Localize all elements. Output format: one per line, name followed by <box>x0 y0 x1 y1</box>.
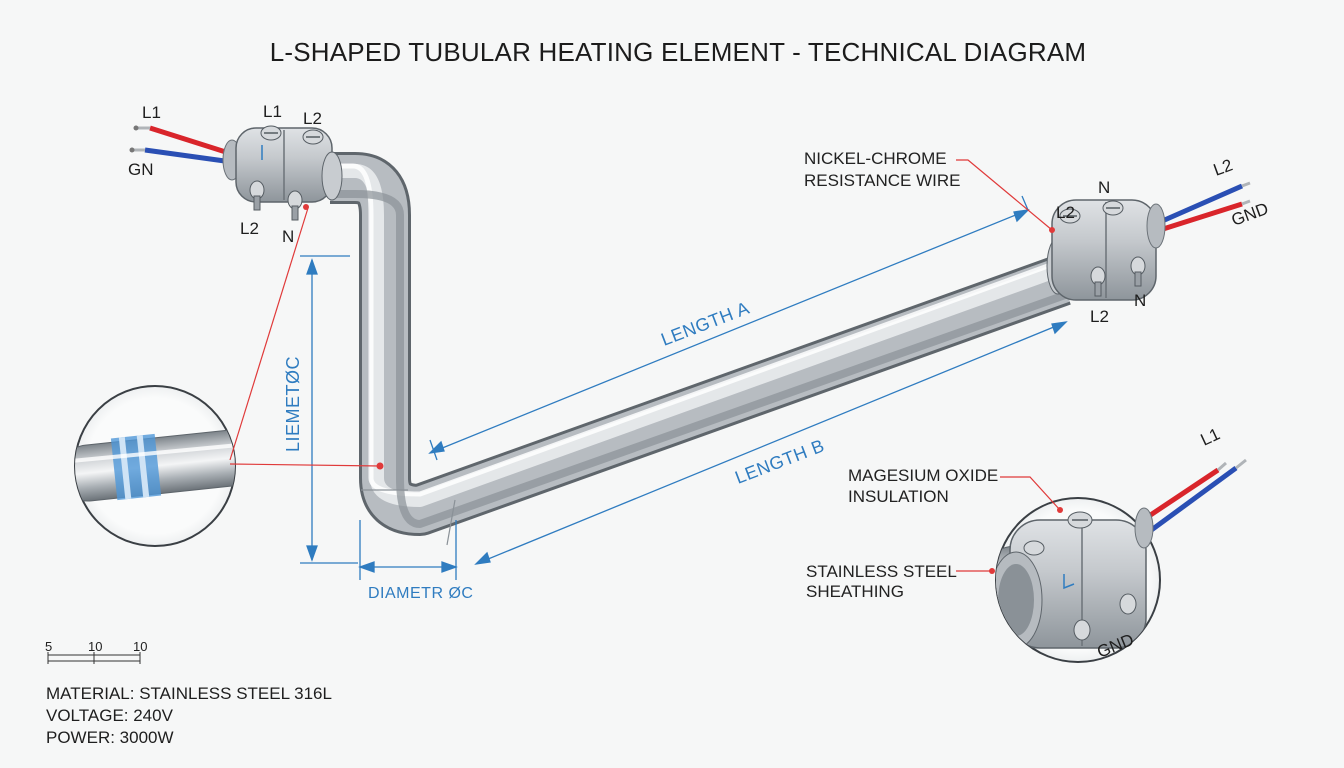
right-red-wire <box>1159 201 1243 233</box>
vertical-dimension-label: LIEMETØC <box>283 356 303 452</box>
spec-material: MATERIAL: STAINLESS STEEL 316L <box>46 684 332 703</box>
left-bottom-l2-label: L2 <box>240 219 259 238</box>
left-red-wire <box>149 125 233 157</box>
length-a-label: LENGTH A <box>658 298 752 350</box>
scale-label-10-end: 10 <box>133 639 147 654</box>
screw-icon <box>1059 200 1124 224</box>
length-b-label: LENGTH B <box>732 435 827 487</box>
left-top-l1-label: L1 <box>263 102 282 121</box>
spec-voltage: VOLTAGE: 240V <box>46 706 174 725</box>
right-top-l2-label: L2 <box>1056 203 1075 222</box>
mgo-callout-line1: MAGESIUM OXIDE <box>848 466 998 485</box>
mgo-callout-line2: INSULATION <box>848 487 949 506</box>
screw-icon <box>260 125 324 145</box>
left-terminal-block <box>129 125 343 221</box>
right-detail-magnifier <box>995 458 1247 663</box>
spec-power: POWER: 3000W <box>46 728 174 747</box>
scale-bar <box>47 652 141 664</box>
left-detail-magnifier <box>74 385 236 547</box>
diagram-title: L-SHAPED TUBULAR HEATING ELEMENT - TECHN… <box>270 37 1087 67</box>
nickel-chrome-callout-line1: NICKEL-CHROME <box>804 149 947 168</box>
right-top-n-label: N <box>1098 178 1110 197</box>
screw-icon <box>1090 256 1146 297</box>
right-bottom-l2-label: L2 <box>1090 307 1109 326</box>
dimension-lines <box>300 195 1068 580</box>
callout-leaders <box>229 159 1061 572</box>
left-top-l2-label: L2 <box>303 109 322 128</box>
right-blue-wire <box>1158 183 1244 225</box>
leader-dot <box>989 568 995 574</box>
left-bottom-n-label: N <box>282 227 294 246</box>
steel-callout-line2: SHEATHING <box>806 582 904 601</box>
scale-label-10-mid: 10 <box>88 639 102 654</box>
screw-icon <box>249 180 303 221</box>
leader-dot <box>1057 507 1063 513</box>
heating-tube <box>329 152 1071 546</box>
left-wire-gn-label: GN <box>128 160 154 179</box>
right-terminal-block <box>1046 181 1251 301</box>
leader-dot <box>376 462 384 470</box>
diameter-label: DIAMETR ØC <box>368 585 473 602</box>
left-wire-l1-label: L1 <box>142 103 161 122</box>
scale-label-5: 5 <box>45 639 52 654</box>
right-wire-l2-label: L2 <box>1211 155 1235 179</box>
nickel-chrome-callout-line2: RESISTANCE WIRE <box>804 171 960 190</box>
left-blue-wire <box>144 147 233 165</box>
detail-wire-l1-label: L1 <box>1198 424 1223 449</box>
right-bottom-n-label: N <box>1134 291 1146 310</box>
steel-callout-line1: STAINLESS STEEL <box>806 562 957 581</box>
